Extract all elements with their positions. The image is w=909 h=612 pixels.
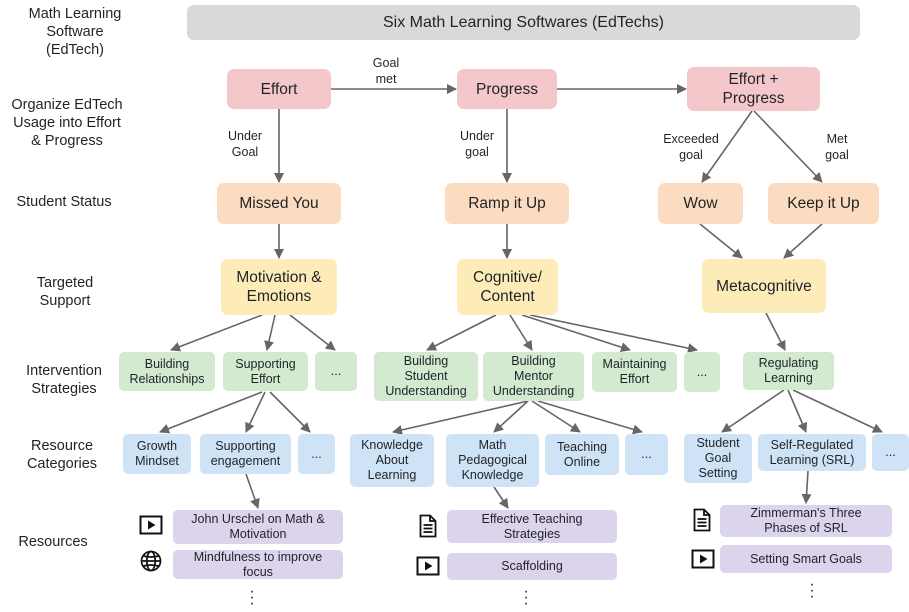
row-label-status: Student Status	[16, 194, 112, 210]
document-icon	[419, 514, 437, 538]
edge-label-goal-met: Goal met	[372, 56, 400, 86]
video-play-icon	[416, 556, 440, 576]
arrow-math-effective	[493, 486, 509, 509]
arrow-supporting-growth	[159, 391, 263, 434]
metacognitive-node: Metacognitive	[702, 259, 826, 313]
strategy-building-student: Building Student Understanding	[374, 352, 478, 401]
category-growth-mindset: Growth Mindset	[123, 434, 191, 474]
strategy-more-1: ...	[315, 352, 357, 391]
more-resources-dots-2: ···	[523, 583, 529, 612]
arrow-motivation-more	[289, 314, 336, 351]
resource-effective-teaching: Effective Teaching Strategies	[447, 510, 617, 543]
arrow-ep-keep	[753, 110, 823, 183]
row-label-strategies: Intervention Strategies	[26, 363, 102, 397]
arrow-cognitive-student	[426, 314, 497, 351]
video-play-icon	[691, 549, 715, 569]
more-resources-dots-3: ···	[809, 576, 815, 605]
strategy-more-2: ...	[684, 352, 720, 392]
row-label-organize: Organize EdTech Usage into Effort & Prog…	[11, 97, 123, 149]
wow-node: Wow	[658, 183, 743, 224]
category-more-3: ...	[872, 434, 909, 471]
effort-progress-node: Effort + Progress	[687, 67, 820, 111]
resource-mindfulness: Mindfulness to improve focus	[173, 550, 343, 579]
keep-it-up-node: Keep it Up	[768, 183, 879, 224]
missed-you-node: Missed You	[217, 183, 341, 224]
cognitive-content-node: Cognitive/ Content	[457, 259, 558, 315]
arrow-regulating-more	[792, 389, 883, 433]
more-resources-dots-1: ···	[249, 583, 255, 612]
arrow-srl-zimmerman	[801, 470, 812, 504]
resource-john-urschel: John Urschel on Math & Motivation	[173, 510, 343, 544]
category-teaching-online: Teaching Online	[545, 434, 619, 475]
arrow-mentor-knowledge	[392, 400, 529, 435]
arrow-wow-meta	[699, 223, 743, 259]
row-label-categories: Resource Categories	[26, 438, 98, 472]
strategy-regulating-learning: Regulating Learning	[743, 352, 834, 390]
strategy-building-relationships: Building Relationships	[119, 352, 215, 391]
strategy-building-mentor: Building Mentor Understanding	[483, 352, 584, 401]
category-math-pedagogical: Math Pedagogical Knowledge	[446, 434, 539, 487]
strategy-supporting-effort: Supporting Effort	[223, 352, 308, 391]
arrow-ep-wow	[701, 110, 753, 183]
arrow-mentor-more	[537, 400, 643, 435]
edtech-header: Six Math Learning Softwares (EdTechs)	[187, 5, 860, 40]
arrow-meta-regulating	[765, 312, 786, 351]
edge-label-under-goal-effort: Under Goal	[227, 129, 263, 159]
progress-node: Progress	[457, 69, 557, 109]
arrow-cognitive-mentor	[509, 314, 533, 351]
row-label-resources: Resources	[18, 534, 88, 550]
edge-label-met-goal: Met goal	[825, 132, 849, 162]
arrow-motivation-effort	[264, 314, 276, 351]
resource-zimmerman: Zimmerman's Three Phases of SRL	[720, 505, 892, 537]
arrow-cognitive-maintaining	[521, 314, 631, 352]
resource-scaffolding: Scaffolding	[447, 553, 617, 580]
strategy-maintaining-effort: Maintaining Effort	[592, 352, 677, 392]
edge-label-exceeded-goal: Exceeded goal	[663, 132, 719, 162]
arrow-engagement-john	[245, 473, 260, 509]
category-knowledge-about-learning: Knowledge About Learning	[350, 434, 434, 487]
category-more-2: ...	[625, 434, 668, 475]
category-self-regulated-learning: Self-Regulated Learning (SRL)	[758, 434, 866, 471]
effort-node: Effort	[227, 69, 331, 109]
arrow-mentor-teaching	[531, 400, 581, 433]
motivation-emotions-node: Motivation & Emotions	[221, 259, 337, 315]
category-supporting-engagement: Supporting engagement	[200, 434, 291, 474]
resource-smart-goals: Setting Smart Goals	[720, 545, 892, 573]
arrow-cognitive-more	[529, 314, 698, 354]
arrow-motivation-relationships	[170, 314, 263, 352]
arrow-mentor-math	[493, 400, 529, 433]
arrow-regulating-srl	[787, 389, 808, 433]
edge-label-under-goal-progress: Under goal	[459, 129, 495, 159]
ramp-it-up-node: Ramp it Up	[445, 183, 569, 224]
video-play-icon	[139, 515, 163, 535]
category-more-1: ...	[298, 434, 335, 474]
row-label-support: Targeted Support	[36, 275, 94, 309]
arrow-keep-meta	[783, 223, 823, 259]
arrow-supporting-more	[269, 391, 311, 433]
document-icon	[693, 508, 711, 532]
category-student-goal-setting: Student Goal Setting	[684, 434, 752, 483]
arrow-regulating-goal	[721, 389, 785, 433]
globe-icon	[140, 550, 162, 572]
arrow-supporting-engagement	[245, 391, 266, 433]
row-label-software: Math Learning Software (EdTech)	[28, 6, 122, 58]
